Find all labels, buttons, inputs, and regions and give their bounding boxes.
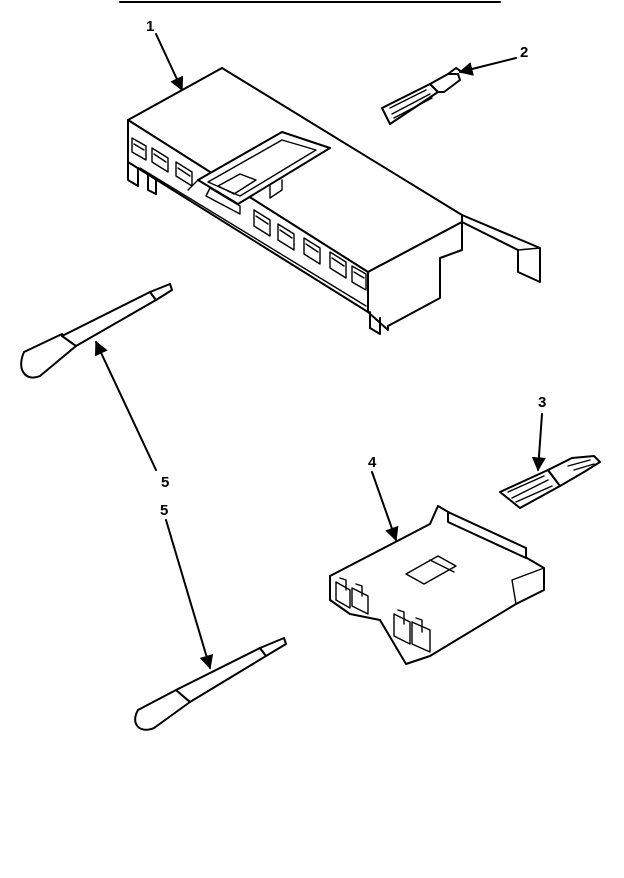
- terminal-block-housing: [127, 67, 541, 335]
- callout-1: 1: [146, 18, 154, 35]
- leader-line-4: [371, 471, 399, 542]
- leader-line-5b: [165, 519, 214, 670]
- callout-4: 4: [368, 454, 377, 471]
- plug-housing: [329, 505, 545, 665]
- callout-3: 3: [538, 394, 546, 411]
- terminal-clip-top: [381, 67, 463, 125]
- terminal-clip-right: [499, 455, 601, 509]
- callout-5a: 5: [161, 474, 169, 491]
- sensor-bulb-lower: [134, 637, 287, 731]
- leader-line-2: [458, 57, 517, 76]
- callout-2: 2: [520, 44, 528, 61]
- leader-line-3: [531, 413, 546, 472]
- leader-line-5a: [95, 340, 157, 471]
- callout-5b: 5: [160, 502, 168, 519]
- sensor-bulb-upper: [20, 283, 173, 379]
- leader-line-1: [155, 33, 184, 92]
